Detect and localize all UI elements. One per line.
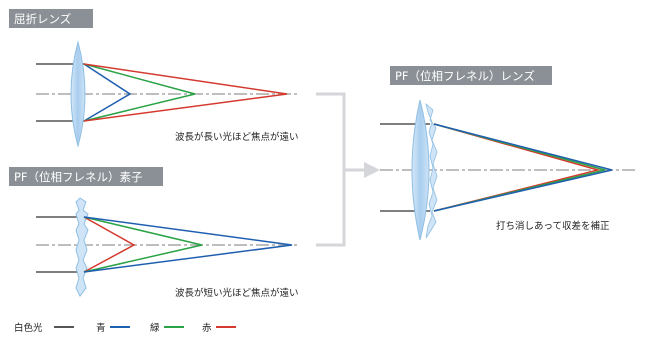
pf-lens-caption: 打ち消しあって収差を補正 [496,220,610,232]
refractive-lens-diagram: 屈折レンズ 波長が長い光ほど焦点が遠い [9,9,300,148]
green-ray [433,123,606,212]
merge-arrow-icon [316,92,380,247]
refractive-lens-label: 屈折レンズ [14,12,71,26]
red-ray [83,63,288,122]
pf-lens-label-box [390,66,552,85]
fresnel-layer [425,102,438,239]
red-ray [433,123,601,212]
pf-element-label-box [9,167,163,186]
convex-lens [70,40,86,148]
legend-label-red: 赤 [202,323,212,334]
green-ray [83,216,203,273]
fresnel-element [75,197,89,297]
legend: 白色光 青 緑 赤 [14,322,236,334]
convex-lens [411,99,430,241]
blue-ray [83,216,293,273]
legend-label-blue: 青 [96,322,106,334]
pf-lens-diagram: PF（位相フレネル）レンズ 打ち消しあって収差を補正 [380,66,638,241]
green-ray [83,63,196,122]
pf-element-diagram: PF（位相フレネル）素子 波長が短い光ほど焦点が遠い [9,167,300,299]
pf-element-label: PF（位相フレネル）素子 [14,170,143,184]
pf-element-caption: 波長が短い光ほど焦点が遠い [175,287,299,299]
legend-label-white: 白色光 [14,322,43,334]
blue-ray [433,123,613,212]
red-ray [83,216,136,273]
pf-lens-label: PF（位相フレネル）レンズ [395,69,535,83]
refractive-caption: 波長が長い光ほど焦点が遠い [175,131,299,143]
legend-label-green: 緑 [150,322,160,334]
merge-arrow-head [364,162,380,178]
blue-ray [83,63,132,122]
merge-bracket [316,92,346,247]
refractive-lens-label-box [9,9,93,28]
